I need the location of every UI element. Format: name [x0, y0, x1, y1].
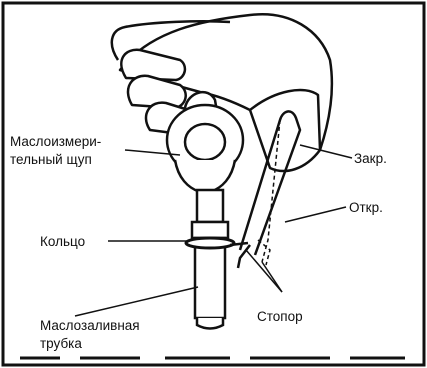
label-dipstick-line1: Маслоизмери- [10, 134, 101, 149]
filler-tube [192, 190, 228, 329]
label-stopper: Стопор [257, 309, 303, 324]
label-filler-tube-line1: Маслозаливная [40, 318, 140, 333]
dipstick-handle [167, 105, 243, 192]
ring [186, 238, 234, 248]
label-dipstick-line2: тельный щуп [10, 152, 92, 167]
label-ring: Кольцо [40, 234, 85, 249]
label-open: Откр. [349, 200, 383, 215]
label-filler-tube-line2: трубка [40, 336, 82, 351]
label-closed: Закр. [354, 151, 387, 166]
